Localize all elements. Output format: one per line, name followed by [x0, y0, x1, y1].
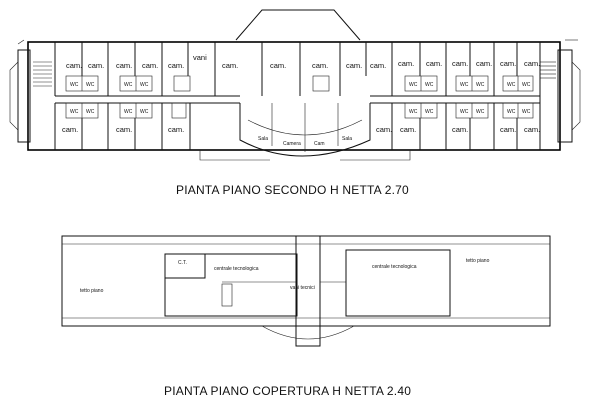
west-bay — [9, 61, 19, 131]
room-label: cam. — [500, 125, 516, 134]
svg-text:WC: WC — [507, 109, 516, 115]
room-label: cam. — [500, 59, 516, 68]
roof-label-left: tetto piano — [80, 288, 104, 294]
svg-text:WC: WC — [140, 109, 149, 115]
svg-text:WC: WC — [70, 109, 79, 115]
svg-text:WC: WC — [522, 109, 531, 115]
room-label: cam. — [524, 59, 540, 68]
room-label: cam. — [168, 125, 184, 134]
svg-text:WC: WC — [86, 82, 95, 88]
room-label: cam. — [312, 61, 328, 70]
building-outline — [27, 41, 561, 151]
room-label: cam. — [88, 61, 104, 70]
svg-text:WC: WC — [425, 109, 434, 115]
room-label: cam. — [116, 61, 132, 70]
tech-label-left: centrale tecnologica — [214, 266, 259, 272]
svg-text:WC: WC — [460, 109, 469, 115]
roof-plan-title: PIANTA PIANO COPERTURA H NETTA 2.40 — [164, 384, 412, 398]
room-label: cam. — [66, 61, 82, 70]
room-label: cam. — [116, 125, 132, 134]
top-room-partitions — [54, 42, 541, 150]
wc-blocks-bottom — [65, 102, 534, 119]
room-label: cam. — [398, 59, 414, 68]
wc-labels: WC WC WC WC WC WC WC WC WC WC WC WC WC W… — [70, 82, 531, 147]
svg-text:WC: WC — [476, 82, 485, 88]
room-label: cam. — [426, 59, 442, 68]
svg-text:WC: WC — [409, 109, 418, 115]
svg-text:WC: WC — [425, 82, 434, 88]
top-room-labels: cam. cam. cam. cam. cam. cam. cam. cam. … — [66, 59, 540, 70]
room-label: cam. — [376, 125, 392, 134]
second-floor-plan: cam. cam. cam. cam. cam. cam. cam. cam. … — [9, 9, 581, 161]
room-label: cam. — [168, 61, 184, 70]
tech-label-right: centrale tecnologica — [372, 264, 417, 270]
svg-text:WC: WC — [476, 109, 485, 115]
svg-text:Sala: Sala — [258, 136, 268, 142]
roof-outline — [61, 235, 551, 327]
north-projection — [235, 9, 361, 41]
roof-label-right: tetto piano — [466, 258, 490, 264]
room-label: cam. — [270, 61, 286, 70]
svg-text:WC: WC — [522, 82, 531, 88]
central-corridor — [295, 235, 321, 347]
wc-blocks-top — [65, 75, 534, 92]
svg-text:WC: WC — [460, 82, 469, 88]
corridor-label: vani tecnici — [290, 285, 315, 291]
central-hall — [239, 103, 371, 157]
room-label: cam. — [222, 61, 238, 70]
tech-center-right — [345, 249, 451, 317]
svg-text:WC: WC — [409, 82, 418, 88]
svg-text:WC: WC — [140, 82, 149, 88]
east-stair — [540, 61, 556, 79]
svg-text:WC: WC — [124, 82, 133, 88]
bottom-room-labels: cam. cam. cam. cam. cam. cam. cam. cam. — [62, 125, 540, 134]
svg-text:Cam: Cam — [314, 141, 325, 147]
room-label: cam. — [142, 61, 158, 70]
west-wing-end — [17, 49, 31, 143]
room-label: cam. — [346, 61, 362, 70]
west-stair — [33, 61, 52, 87]
tech-center-left — [164, 253, 298, 317]
ct-label: C.T. — [178, 260, 187, 266]
room-label: cam. — [62, 125, 78, 134]
east-bay — [571, 61, 581, 131]
second-floor-title: PIANTA PIANO SECONDO H NETTA 2.70 — [176, 183, 409, 197]
svg-text:Sala: Sala — [342, 136, 352, 142]
svg-text:WC: WC — [124, 109, 133, 115]
vani-label: vani — [193, 53, 207, 62]
room-label: cam. — [452, 59, 468, 68]
svg-text:WC: WC — [70, 82, 79, 88]
svg-text:Camera: Camera — [283, 141, 301, 147]
ct-room — [164, 253, 206, 279]
room-label: cam. — [400, 125, 416, 134]
room-label: cam. — [476, 59, 492, 68]
room-label: cam. — [452, 125, 468, 134]
room-label: cam. — [524, 125, 540, 134]
east-wing-end — [557, 49, 573, 143]
svg-text:WC: WC — [507, 82, 516, 88]
room-label: cam. — [370, 61, 386, 70]
svg-text:WC: WC — [86, 109, 95, 115]
bottom-room-partitions — [54, 103, 518, 150]
roof-plan: tetto piano tetto piano centrale tecnolo… — [61, 235, 551, 347]
